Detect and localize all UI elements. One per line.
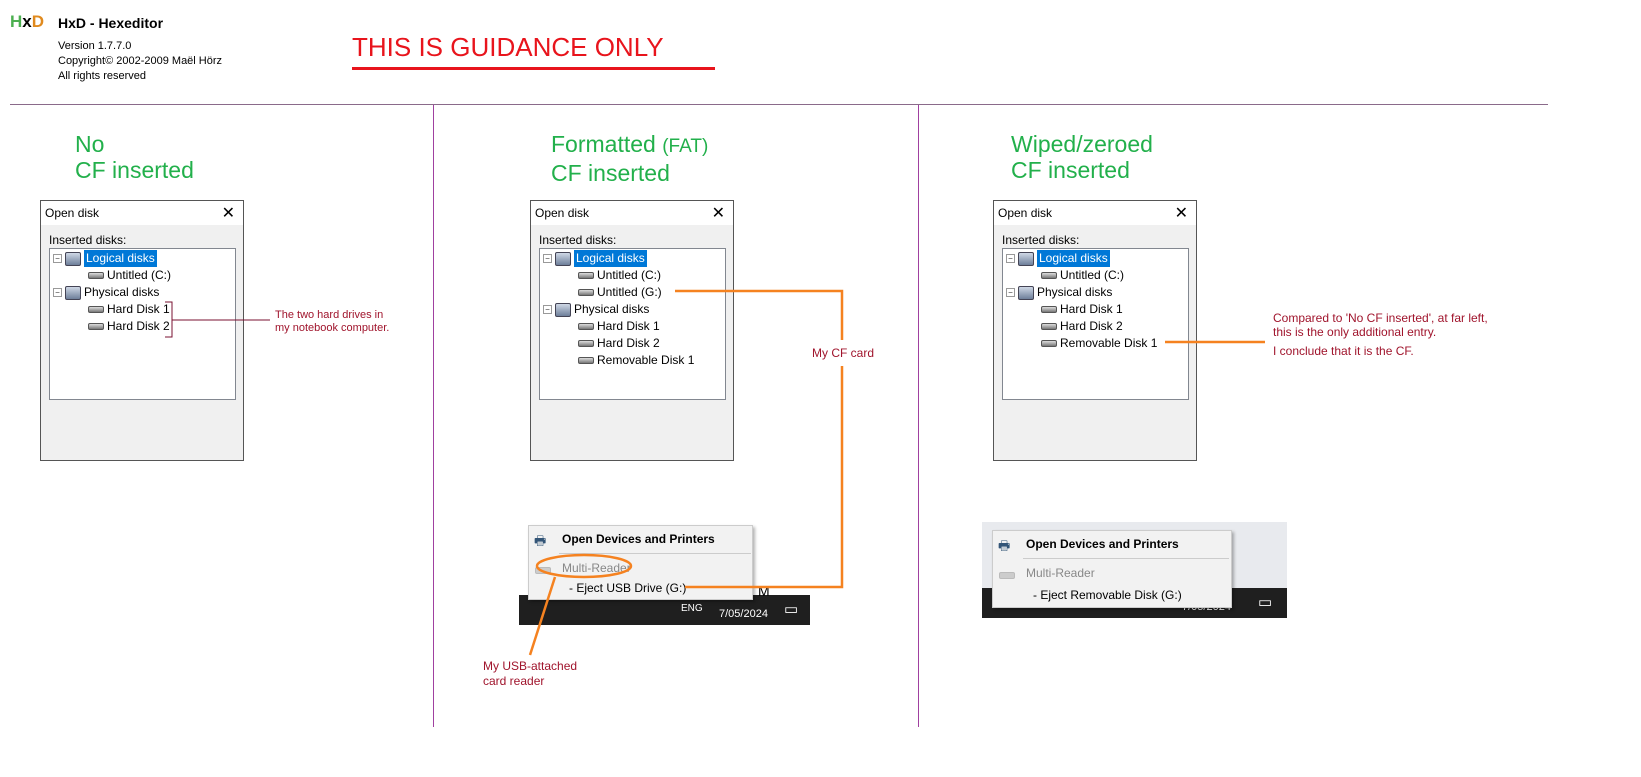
tree-item-removable[interactable]: Removable Disk 1 xyxy=(1041,335,1157,352)
tree-item-logical[interactable]: −Logical disks xyxy=(543,250,647,267)
drive-icon xyxy=(88,272,104,279)
tree-item-hd1[interactable]: Hard Disk 1 xyxy=(88,301,170,318)
open-disk-dialog: Open disk✕ Inserted disks: −Logical disk… xyxy=(530,200,734,461)
tree-item-physical[interactable]: −Physical disks xyxy=(53,284,159,301)
drive-icon xyxy=(88,323,104,330)
computer-icon xyxy=(1018,251,1034,266)
open-disk-dialog: Open disk ✕ Inserted disks: −Logical disk… xyxy=(40,200,244,461)
drive-icon xyxy=(999,572,1015,579)
disk-tree[interactable]: −Logical disks Untitled (C:) −Physical d… xyxy=(49,248,236,400)
clock-fragment: M xyxy=(758,583,770,599)
annotation-conclusion: I conclude that it is the CF. xyxy=(1273,344,1414,358)
version: Version 1.7.7.0 xyxy=(58,40,132,52)
open-disk-dialog: Open disk✕ Inserted disks: −Logical disk… xyxy=(993,200,1197,461)
cf-card-line xyxy=(675,289,844,589)
drive-icon xyxy=(1041,340,1057,347)
date[interactable]: 7/05/2024 xyxy=(719,608,768,620)
tree-item-c[interactable]: Untitled (C:) xyxy=(578,267,661,284)
divider xyxy=(10,104,1548,105)
computer-icon xyxy=(555,251,571,266)
drive-icon xyxy=(578,340,594,347)
close-icon[interactable]: ✕ xyxy=(711,205,725,222)
tree-item-physical[interactable]: −Physical disks xyxy=(1006,284,1112,301)
drive-icon xyxy=(578,272,594,279)
tree-item-hd2[interactable]: Hard Disk 2 xyxy=(578,335,660,352)
guidance-underline xyxy=(352,67,715,70)
drive-icon xyxy=(578,323,594,330)
computer-icon xyxy=(555,302,571,317)
language-indicator[interactable]: ENG xyxy=(681,603,703,614)
devices-printers-icon: 🖶 xyxy=(998,538,1011,553)
tray-screenshot: 7/05/2024 ▭ 🖶 Open Devices and Printers … xyxy=(982,522,1287,618)
multi-reader: Multi-Reader xyxy=(562,561,631,575)
devices-printers-icon: 🖶 xyxy=(534,533,547,548)
disk-tree[interactable]: −Logical disks Untitled (C:) −Physical d… xyxy=(1002,248,1189,400)
tree-item-c[interactable]: Untitled (C:) xyxy=(1041,267,1124,284)
copyright: Copyright© 2002-2009 Maël Hörz xyxy=(58,55,223,67)
computer-icon xyxy=(1018,285,1034,300)
reader-ellipse xyxy=(535,553,633,579)
annotation-cf-card: My CF card xyxy=(812,346,875,360)
app-title: HxD - Hexeditor xyxy=(58,15,164,31)
tree-item-removable[interactable]: Removable Disk 1 xyxy=(578,352,694,369)
divider xyxy=(433,105,434,727)
annotation-comparison: Compared to 'No CF inserted', at far lef… xyxy=(1273,311,1488,339)
taskbar: ENG 7/05/2024 ▭ xyxy=(519,595,810,625)
drive-icon xyxy=(88,306,104,313)
computer-icon xyxy=(65,251,81,266)
dialog-title: Open disk xyxy=(45,206,100,220)
close-icon[interactable]: ✕ xyxy=(221,205,235,222)
guidance-banner: THIS IS GUIDANCE ONLY xyxy=(352,32,664,62)
reader-line xyxy=(528,576,557,656)
tree-item-logical[interactable]: −Logical disks xyxy=(53,250,157,267)
open-devices-printers[interactable]: Open Devices and Printers xyxy=(562,532,715,546)
drive-icon xyxy=(1041,323,1057,330)
bracket-line xyxy=(165,301,270,338)
multi-reader: Multi-Reader xyxy=(1026,566,1095,580)
close-icon[interactable]: ✕ xyxy=(1174,205,1188,222)
tree-item-c[interactable]: Untitled (C:) xyxy=(88,267,171,284)
drive-icon xyxy=(578,289,594,296)
panel-heading-formatted: Formatted (FAT)CF inserted xyxy=(551,131,709,186)
hxd-logo: HxD xyxy=(10,12,45,31)
tree-item-hd2[interactable]: Hard Disk 2 xyxy=(1041,318,1123,335)
rights: All rights reserved xyxy=(58,70,147,82)
tree-item-g[interactable]: Untitled (G:) xyxy=(578,284,662,301)
open-devices-printers[interactable]: Open Devices and Printers xyxy=(1026,537,1179,551)
divider xyxy=(918,105,919,727)
tree-item-logical[interactable]: −Logical disks xyxy=(1006,250,1110,267)
inserted-label: Inserted disks: xyxy=(49,233,127,247)
drive-icon xyxy=(1041,306,1057,313)
notification-icon[interactable]: ▭ xyxy=(1258,594,1273,611)
drive-icon xyxy=(578,357,594,364)
notification-icon[interactable]: ▭ xyxy=(784,601,799,618)
panel-heading-no-cf: No CF inserted xyxy=(75,131,194,183)
tree-item-hd2[interactable]: Hard Disk 2 xyxy=(88,318,170,335)
tree-item-hd1[interactable]: Hard Disk 1 xyxy=(578,318,660,335)
drive-icon xyxy=(1041,272,1057,279)
disk-tree[interactable]: −Logical disks Untitled (C:) Untitled (G… xyxy=(539,248,726,400)
computer-icon xyxy=(65,285,81,300)
usb-eject-menu: 🖶 Open Devices and Printers Multi-Reader… xyxy=(992,530,1232,608)
tree-item-physical[interactable]: −Physical disks xyxy=(543,301,649,318)
eject-removable-disk[interactable]: - Eject Removable Disk (G:) xyxy=(1033,588,1182,602)
tree-item-hd1[interactable]: Hard Disk 1 xyxy=(1041,301,1123,318)
panel-heading-wiped: Wiped/zeroed CF inserted xyxy=(1011,131,1153,183)
eject-usb-drive[interactable]: - Eject USB Drive (G:) xyxy=(569,581,687,595)
